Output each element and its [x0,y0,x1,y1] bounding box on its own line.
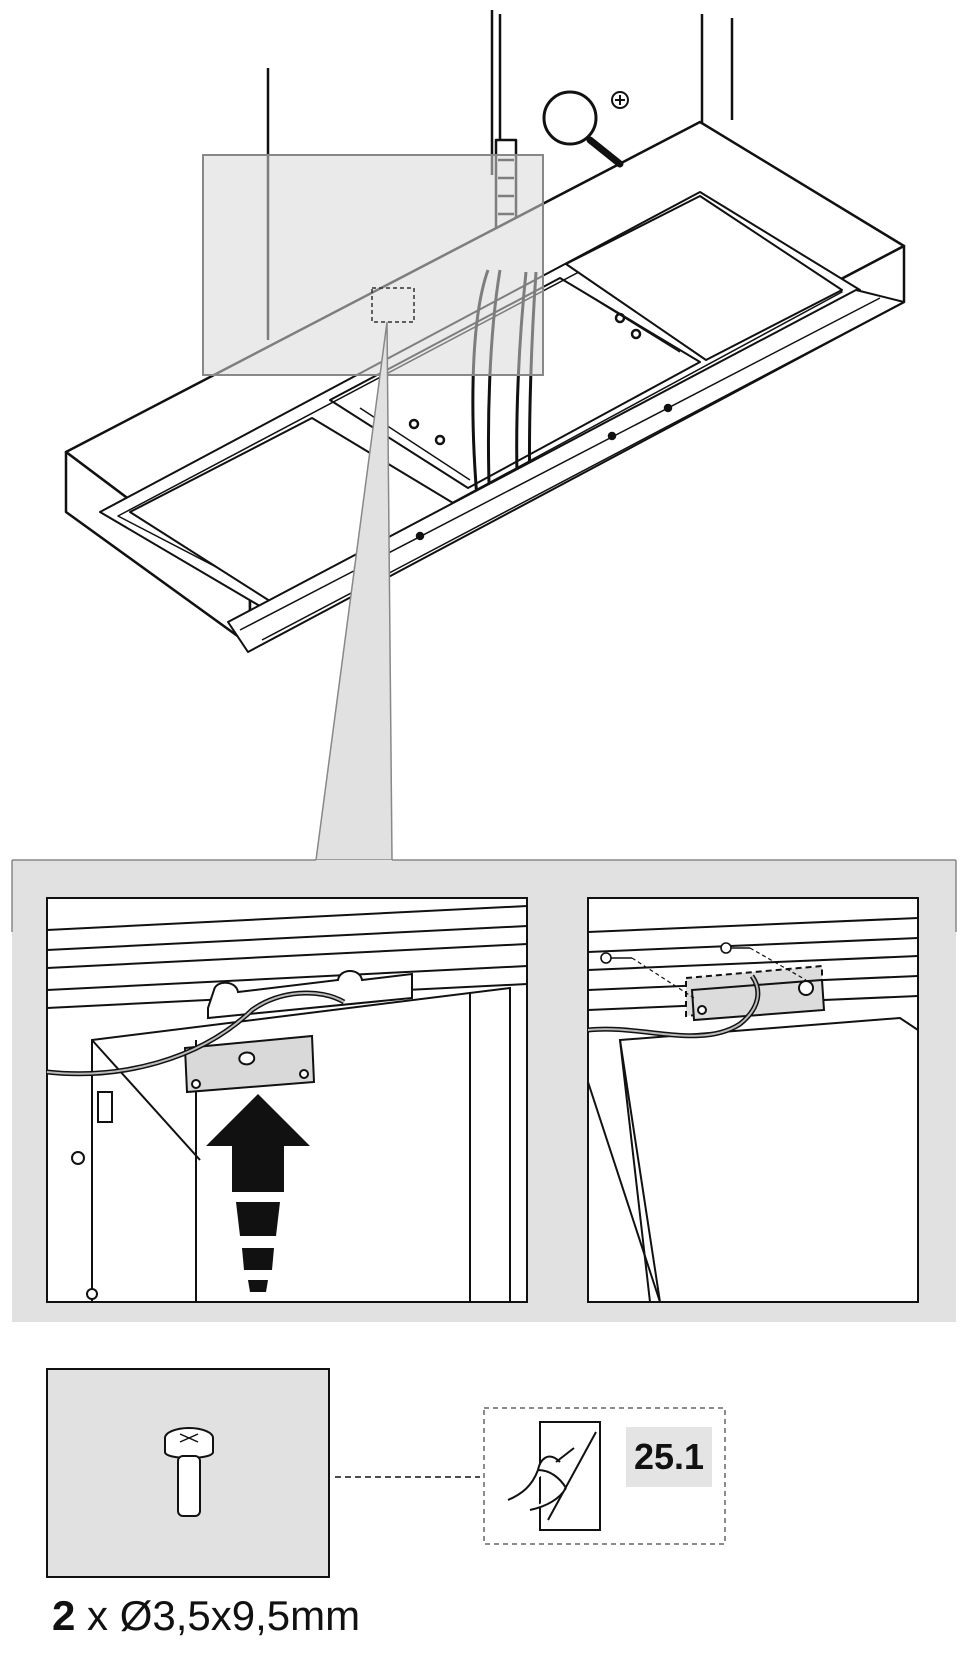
magnifier-icon [542,90,629,168]
detail-right [587,897,919,1303]
zoom-target-marker [371,287,415,323]
screw-quantity-caption: 2 x Ø3,5x9,5mm [52,1592,360,1640]
manual-page-icon [507,1421,601,1531]
zoom-region [202,154,544,376]
detail-left [46,897,528,1303]
screw-spec: x Ø3,5x9,5mm [87,1592,361,1639]
arrow-up-icon [206,1094,310,1292]
page-reference-label: 25.1 [626,1427,712,1487]
screw-icon [164,1427,214,1517]
screw-quantity: 2 [52,1592,76,1639]
